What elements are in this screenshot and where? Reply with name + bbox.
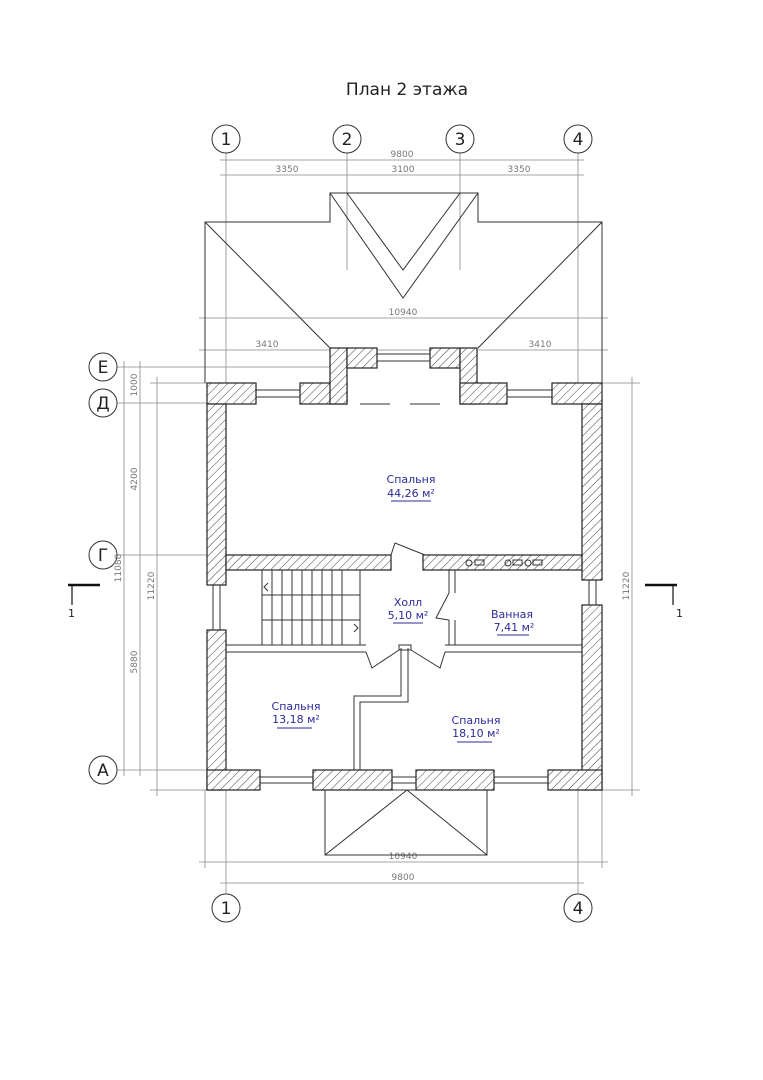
dimension-lines: 9800 3350 3100 3350 10940 3410 3410 1108… [114,150,633,884]
svg-text:А: А [97,761,109,781]
svg-text:Е: Е [98,358,109,378]
svg-text:5880: 5880 [130,650,140,673]
partitions [226,542,582,770]
room-name: Ванная [491,608,533,621]
svg-text:3410: 3410 [529,340,552,350]
room-area: 13,18 м² [272,713,320,726]
svg-text:10940: 10940 [389,852,418,862]
svg-text:11220: 11220 [622,571,632,600]
svg-text:9800: 9800 [391,150,414,160]
room-name: Спальня [387,473,436,486]
svg-text:1: 1 [221,899,232,919]
room-area: 18,10 м² [452,727,500,740]
svg-text:11080: 11080 [114,553,124,582]
room-area: 5,10 м² [388,609,429,622]
svg-text:1000: 1000 [130,373,140,396]
roof-outline [204,192,603,383]
room-area: 44,26 м² [387,487,435,500]
svg-text:10940: 10940 [389,308,418,318]
plumbing-fixtures [465,559,543,567]
svg-text:Д: Д [96,394,109,414]
plan-title: План 2 этажа [346,80,468,100]
svg-text:9800: 9800 [392,873,415,883]
svg-text:1: 1 [221,130,232,150]
svg-text:1: 1 [676,607,683,620]
room-name: Холл [394,596,422,609]
svg-text:3350: 3350 [508,165,531,175]
svg-text:3: 3 [455,130,466,150]
room-area: 7,41 м² [494,621,535,634]
svg-text:4200: 4200 [130,467,140,490]
svg-text:3350: 3350 [276,165,299,175]
svg-text:3100: 3100 [392,165,415,175]
svg-text:11220: 11220 [147,571,157,600]
room-name: Спальня [272,700,321,713]
room-name: Спальня [452,714,501,727]
svg-text:4: 4 [573,130,584,150]
svg-text:2: 2 [342,130,353,150]
room-labels: Спальня 44,26 м² Холл 5,10 м² Ванная 7,4… [272,473,535,743]
axis-lines [117,153,640,894]
axis-bubbles: 1 2 3 4 1 4 Е Д Г А [88,124,593,923]
svg-text:Г: Г [98,546,108,566]
svg-text:1: 1 [68,607,75,620]
windows [212,353,597,784]
walls [206,347,603,791]
staircase [261,569,361,646]
svg-text:3410: 3410 [256,340,279,350]
section-marks: 1 1 [68,583,683,620]
svg-text:4: 4 [573,899,584,919]
porch-roof [324,789,488,856]
